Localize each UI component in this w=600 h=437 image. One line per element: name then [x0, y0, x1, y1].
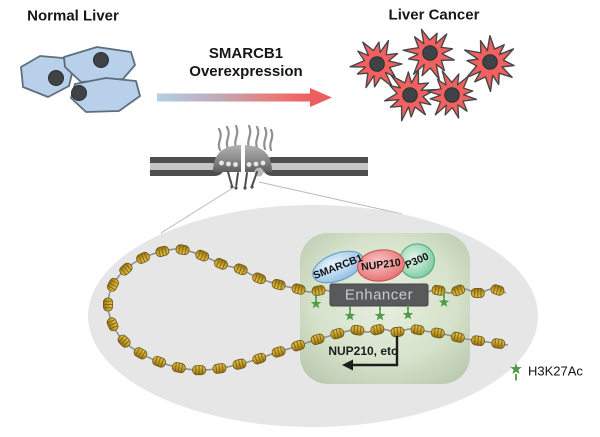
overexpression-arrow [157, 88, 332, 107]
nucleosome [171, 362, 186, 374]
overexpression-label-line2: Overexpression [189, 63, 303, 80]
nucleosome [431, 284, 446, 296]
overexpression-label-line1: SMARCB1 [208, 45, 284, 62]
nucleosome [370, 324, 385, 336]
nucleosome [136, 251, 150, 264]
pore-particles [219, 160, 266, 167]
liver-cancer-label: Liver Cancer [388, 6, 480, 24]
nuclear-pore-complex [213, 124, 274, 190]
nucleosome [490, 284, 505, 296]
nucleosome [311, 285, 326, 297]
cytoplasmic-filaments [217, 124, 274, 152]
normal-cell-nuclei [48, 52, 109, 101]
gene-transcription-arrow [342, 336, 399, 371]
nucleosome [410, 324, 425, 336]
nucleosome [155, 245, 170, 257]
nucleosome [212, 363, 227, 374]
protein-complex [312, 243, 435, 284]
nucleosome [271, 346, 286, 358]
normal-cell [70, 77, 141, 113]
nucleosome [470, 287, 485, 299]
gene-arrow-label: NUP210, etc [328, 344, 398, 358]
nucleosome [252, 352, 267, 365]
pore-channel [241, 143, 245, 175]
nucleosome [310, 333, 325, 345]
nucleosome [330, 328, 345, 340]
callout-lines [160, 181, 403, 234]
h3k27ac-legend-label: H3K27Ac [528, 363, 583, 379]
nucleosome [195, 249, 210, 262]
nucleosome [350, 324, 365, 336]
nucleosome [232, 358, 247, 370]
overexpression-label: SMARCB1 Overexpression [189, 45, 302, 81]
nucleosome [106, 277, 120, 292]
normal-liver-cells [20, 46, 141, 113]
normal-liver-label: Normal Liver [27, 7, 119, 25]
normal-cell [20, 55, 74, 98]
h3k27ac-star-icon [510, 362, 522, 381]
nucleosome [233, 263, 248, 276]
nucleosome [102, 297, 114, 312]
nucleosome [390, 326, 405, 338]
nucleosome [214, 258, 228, 270]
nucleosome [491, 338, 506, 349]
nucleosome [291, 283, 306, 295]
nucleosome [175, 244, 190, 256]
nucleosome [133, 347, 148, 360]
nucleosome [471, 335, 485, 347]
nucleosome [192, 365, 207, 376]
nucleosome [117, 334, 131, 348]
nucleosome [252, 272, 266, 285]
nucleosome [152, 356, 166, 368]
nucleosome [451, 284, 466, 297]
nucleosome [271, 278, 286, 291]
nucleosome [291, 339, 306, 352]
nucleosome [430, 327, 445, 339]
nuclear-envelope-membrane [150, 157, 368, 176]
enhancer-label: Enhancer [344, 286, 414, 304]
nucleosome [106, 317, 119, 332]
nucleosome [450, 331, 465, 343]
nuclear-basket [227, 171, 258, 188]
transcription-arrowhead [342, 359, 353, 371]
nucleosome [119, 262, 133, 276]
cancer-cells [349, 24, 527, 130]
enhancer-box [329, 283, 429, 307]
cancer-cell-nuclei [369, 45, 498, 103]
arrowhead [310, 88, 332, 107]
nup210-protein [357, 249, 405, 282]
